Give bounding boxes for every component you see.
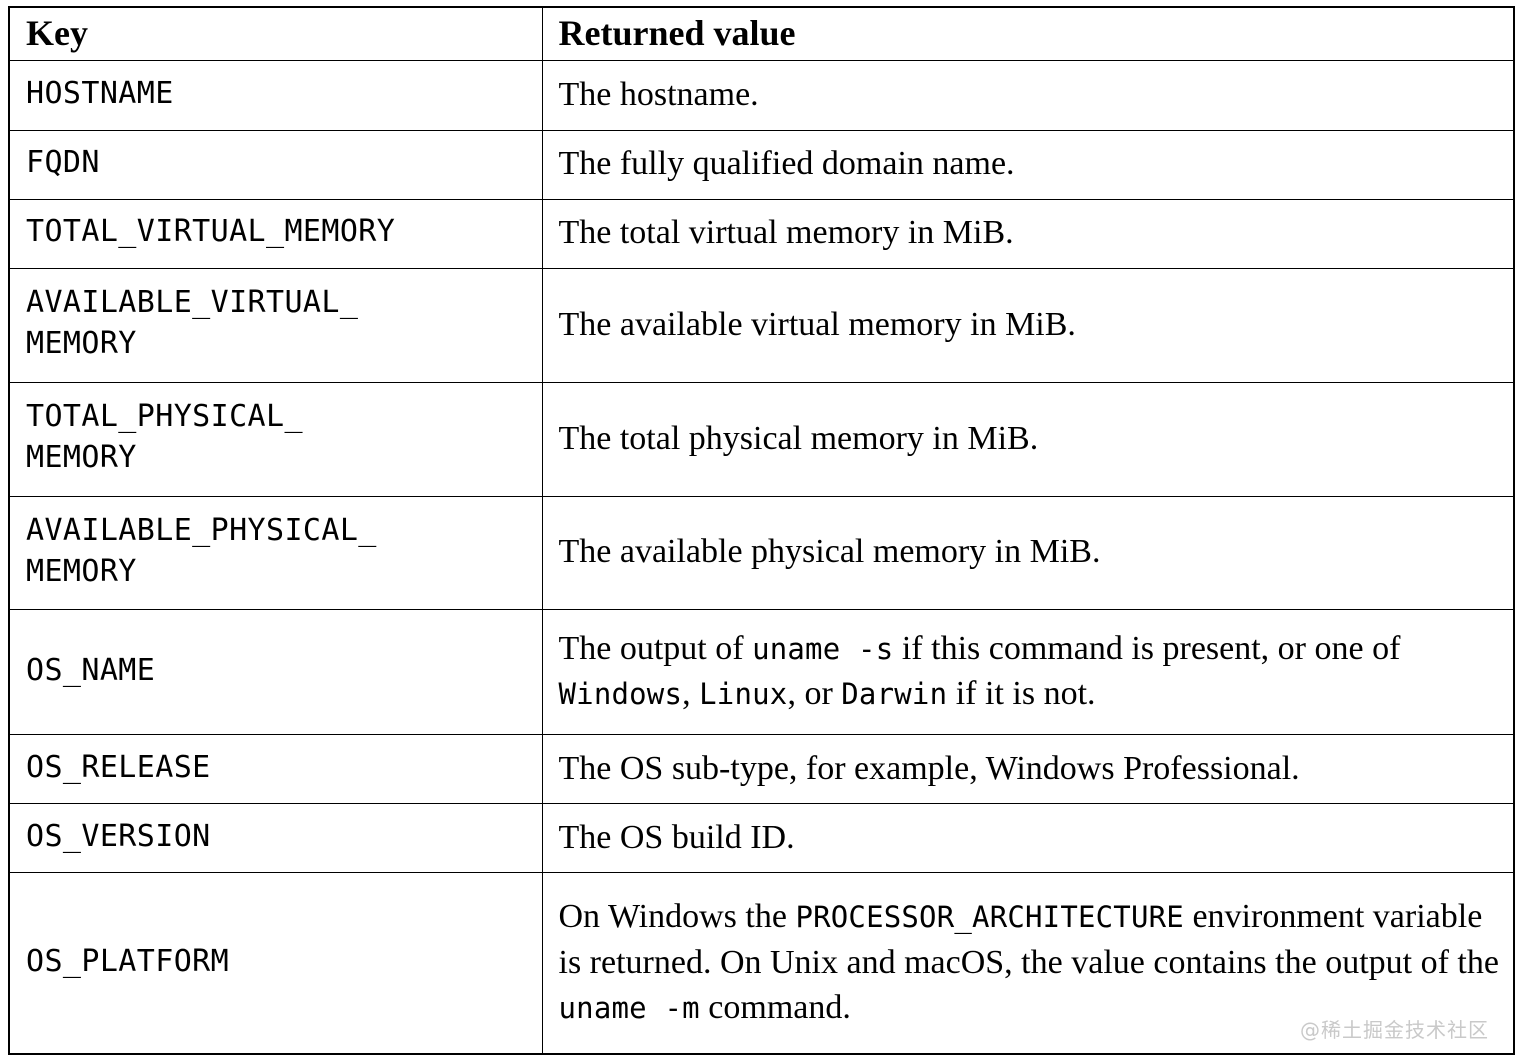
table-header: Key Returned value [8,6,1515,62]
value-cell: The total virtual memory in MiB. [541,198,1515,269]
key-cell: OS_PLATFORM [8,872,543,1055]
column-header-key: Key [8,6,543,62]
value-cell: The fully qualified domain name. [541,129,1515,200]
value-cell: The hostname. [541,60,1515,131]
key-cell: HOSTNAME [8,60,543,131]
key-cell: AVAILABLE_PHYSICAL_ MEMORY [8,495,543,611]
value-cell: On Windows the PROCESSOR_ARCHITECTURE en… [541,872,1515,1055]
value-cell: The total physical memory in MiB. [541,381,1515,497]
key-cell: TOTAL_PHYSICAL_ MEMORY [8,381,543,497]
inline-code: Windows [558,677,683,712]
key-cell: TOTAL_VIRTUAL_MEMORY [8,198,543,269]
inline-code: Linux [699,677,788,712]
key-cell: OS_RELEASE [8,734,543,805]
key-cell: OS_VERSION [8,803,543,874]
key-cell: FQDN [8,129,543,200]
table-header-row: Key Returned value [8,6,1515,62]
value-cell: The OS build ID. [541,803,1515,874]
inline-code: Darwin [841,677,948,712]
inline-code: uname -m [558,990,700,1025]
value-cell: The available virtual memory in MiB. [541,267,1515,383]
column-header-returned-value: Returned value [541,6,1515,62]
value-cell: The output of uname -s if this command i… [541,609,1515,736]
inline-code: uname -s [752,632,894,667]
key-cell: OS_NAME [8,609,543,736]
value-cell: The OS sub-type, for example, Windows Pr… [541,734,1515,805]
key-cell: AVAILABLE_VIRTUAL_ MEMORY [8,267,543,383]
value-cell: The available physical memory in MiB. [541,495,1515,611]
inline-code: PROCESSOR_ARCHITECTURE [795,900,1184,935]
